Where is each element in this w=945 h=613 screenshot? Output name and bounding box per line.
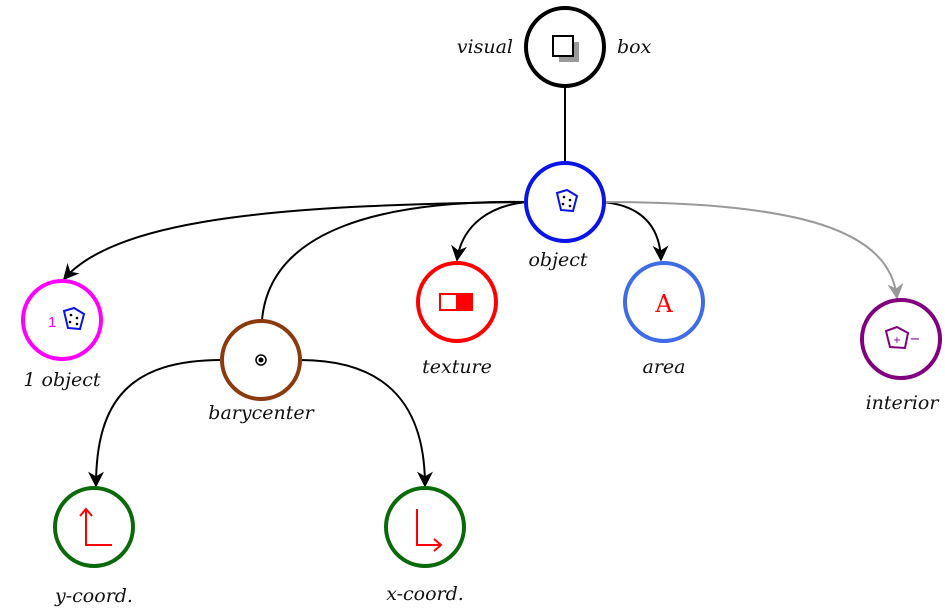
- node-object[interactable]: object: [524, 161, 606, 271]
- node-x-coord[interactable]: x-coord.: [384, 486, 466, 605]
- count-pentagon-icon: 1: [48, 306, 86, 331]
- visual-label: visual: [457, 36, 513, 58]
- node-texture[interactable]: texture: [416, 261, 498, 378]
- barycenter-label: barycenter: [208, 402, 315, 424]
- y-coord-ring: [53, 486, 135, 568]
- one-object-ring: [21, 279, 103, 361]
- pentagon-plus-minus-icon: + −: [884, 325, 921, 350]
- one-object-label: 1 object: [23, 369, 101, 391]
- edges: [62, 87, 904, 488]
- up-arrow-axis-icon: [79, 507, 112, 546]
- dotted-pentagon-icon: [555, 188, 579, 213]
- edge-object-to-barycenter: [261, 200, 529, 321]
- x-coord-ring: [384, 486, 466, 568]
- node-y-coord[interactable]: y-coord.: [53, 486, 135, 607]
- interior-label: interior: [866, 392, 941, 414]
- minus-sign: −: [910, 332, 921, 347]
- edge-object-to-interior: [601, 201, 904, 300]
- x-coord-label: x-coord.: [386, 583, 464, 605]
- texture-label: texture: [422, 356, 492, 378]
- y-coord-label: y-coord.: [54, 585, 133, 607]
- count-number: 1: [48, 314, 56, 331]
- edge-barycenter-to-x-coord: [299, 359, 433, 488]
- area-label: area: [643, 356, 686, 378]
- right-arrow-axis-icon: [416, 509, 443, 552]
- box-label: box: [617, 36, 652, 58]
- area-ring: [623, 261, 705, 343]
- node-area[interactable]: A area: [623, 261, 705, 378]
- node-1-object[interactable]: 1 1 object: [21, 279, 103, 391]
- edge-object-to-area: [601, 201, 669, 262]
- node-visual-box[interactable]: visual box: [457, 6, 652, 88]
- letter-a-icon: A: [654, 290, 673, 318]
- plus-sign: +: [893, 335, 901, 346]
- edge-object-to-texture: [451, 201, 529, 262]
- node-interior[interactable]: + − interior: [860, 298, 942, 414]
- square-shadow-icon: [552, 35, 579, 62]
- half-filled-rect-icon: [439, 293, 473, 311]
- edge-barycenter-to-y-coord: [88, 359, 223, 488]
- edge-object-to-1-object: [62, 201, 529, 281]
- node-barycenter[interactable]: barycenter: [208, 319, 316, 424]
- point-target-icon: [255, 354, 267, 366]
- object-label: object: [528, 249, 587, 271]
